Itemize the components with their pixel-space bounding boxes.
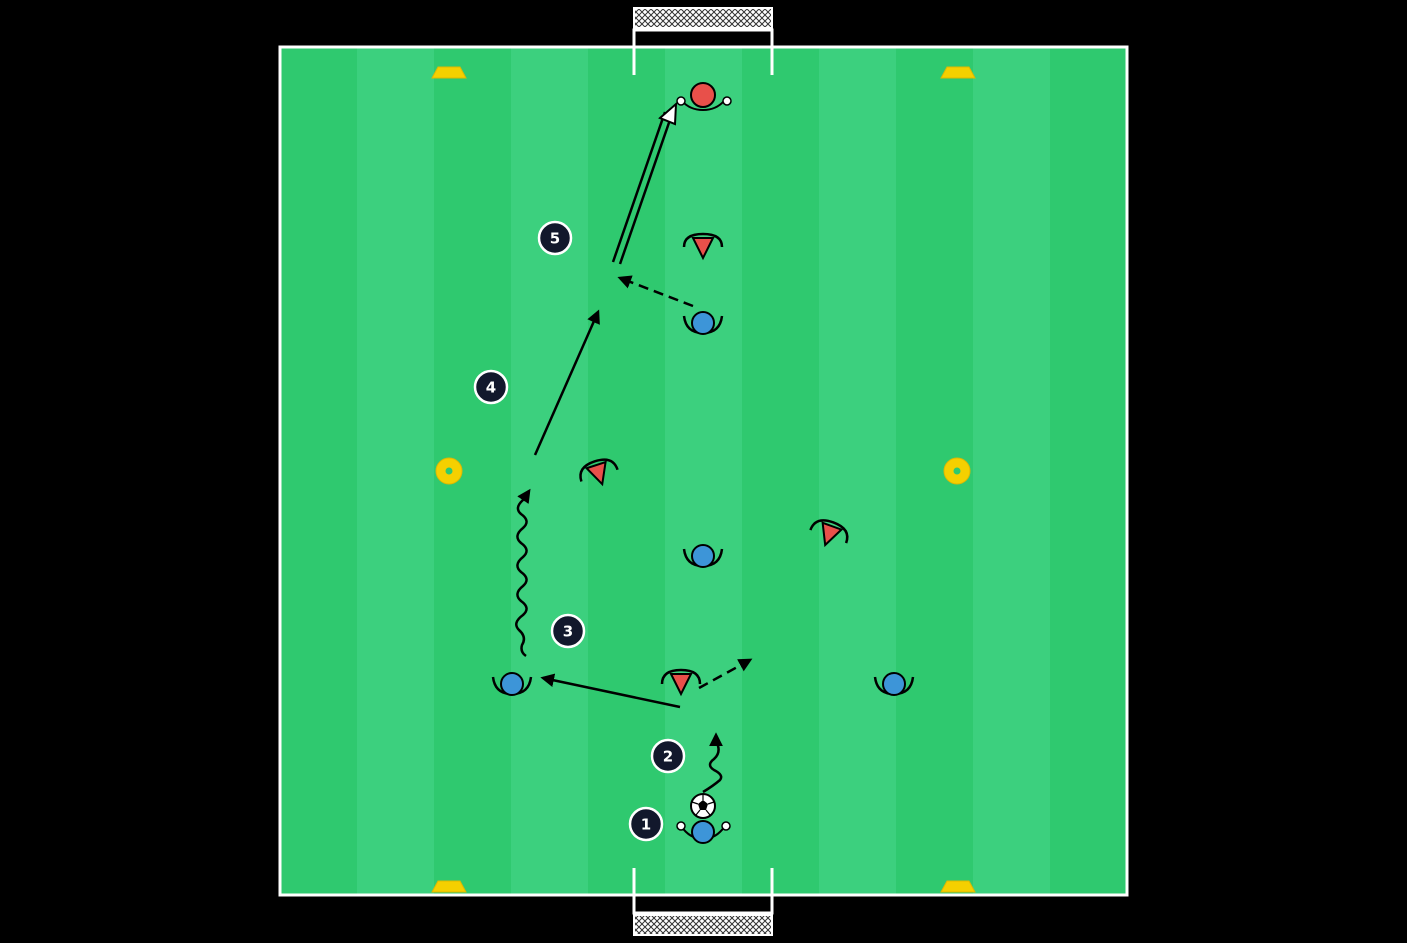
step-badge-4: 4 [473, 369, 509, 405]
movement-arrows [515, 101, 753, 794]
cone-top-left [431, 66, 467, 79]
blue-player-start [676, 820, 731, 844]
shot-arrow-line-b [618, 113, 674, 265]
red-defender-mid-right [809, 519, 849, 548]
step-badge-5: 5 [537, 220, 573, 256]
pitch [278, 45, 1129, 897]
red-defender-top [682, 232, 724, 261]
run-arrow-2 [698, 658, 753, 690]
corner-cones [431, 66, 976, 893]
run-arrow-4 [533, 309, 600, 456]
step-badge-1: 1 [628, 806, 664, 842]
shot-arrow-head [658, 101, 678, 126]
step-badge-4-label: 4 [486, 379, 496, 397]
shot-arrow-line-a [611, 111, 667, 263]
blue-player-center [682, 544, 724, 568]
soccer-ball-icon [690, 793, 716, 819]
cone-bottom-left [431, 880, 467, 893]
disc-marker-right [943, 457, 971, 485]
step-badge-2-label: 2 [663, 748, 673, 766]
red-goalkeeper [676, 82, 732, 112]
red-defender-mid-left [579, 458, 619, 487]
pass-arrow-5 [617, 275, 694, 308]
step-badge-2: 2 [650, 738, 686, 774]
disc-marker-left [435, 457, 463, 485]
blue-player-left [491, 672, 533, 696]
bottom-goal [632, 868, 774, 936]
cone-top-right [940, 66, 976, 79]
pass-arrow-2 [540, 673, 681, 709]
step-badge-3: 3 [550, 613, 586, 649]
red-defender-bottom [660, 668, 702, 697]
cone-bottom-right [940, 880, 976, 893]
dribble-arrow-1 [702, 732, 723, 794]
step-badge-1-label: 1 [641, 816, 651, 834]
dribble-arrow-3 [515, 488, 531, 658]
step-badge-5-label: 5 [550, 230, 560, 248]
step-badge-3-label: 3 [563, 623, 573, 641]
top-goal [632, 7, 774, 75]
blue-player-top [682, 311, 724, 335]
blue-player-right [873, 672, 915, 696]
